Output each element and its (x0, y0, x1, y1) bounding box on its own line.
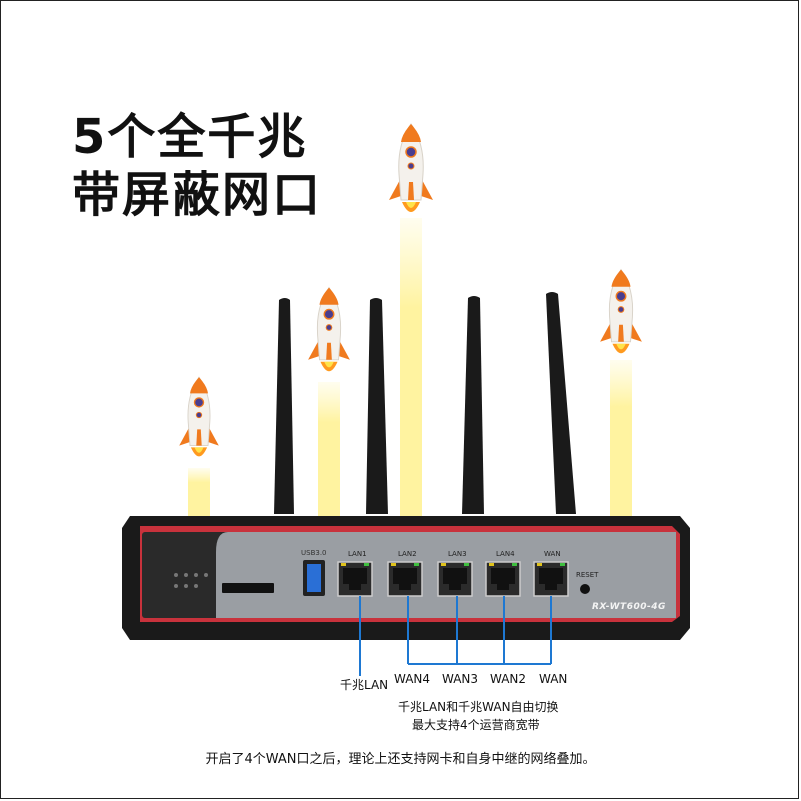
reset-label: RESET (576, 571, 599, 579)
ethernet-port-wan (533, 561, 569, 597)
callout-label-lan: 千兆LAN (340, 678, 389, 692)
callout-label-wan4: WAN4 (394, 672, 431, 686)
port-label-lan4: LAN4 (496, 550, 515, 558)
port-label-lan3: LAN3 (448, 550, 467, 558)
rocket-icon (599, 268, 643, 354)
headline-line-2: 带屏蔽网口 (72, 167, 323, 223)
port-label-lan2: LAN2 (398, 550, 417, 558)
rocket-icon (388, 123, 434, 213)
ethernet-port-lan3 (437, 561, 473, 597)
status-leds (174, 573, 208, 588)
rocket-trail-2 (318, 382, 340, 516)
footer-text: 开启了4个WAN口之后，理论上还支持网卡和自身中继的网络叠加。 (205, 752, 596, 767)
model-name: RX-WT600-4G (592, 602, 666, 612)
rocket-icon (307, 286, 351, 372)
rocket-trail-1 (188, 468, 210, 516)
usb-label: USB3.0 (301, 549, 327, 557)
ethernet-port-lan2 (387, 561, 423, 597)
rocket-icon (178, 376, 220, 458)
rocket-trail-4 (610, 360, 632, 516)
note-line-2: 最大支持4个运营商宽带 (412, 718, 540, 732)
headline-line-1: 5个全千兆 (72, 109, 308, 165)
ethernet-port-lan1 (337, 561, 373, 597)
callout-lines (359, 596, 552, 676)
port-label-wan: WAN (544, 550, 561, 558)
reset-button (580, 584, 590, 594)
sim-slot (222, 583, 274, 593)
antenna-icon (366, 298, 388, 514)
callout-label-wan: WAN (539, 672, 568, 686)
ethernet-port-lan4 (485, 561, 521, 597)
callout-label-wan3: WAN3 (442, 672, 479, 686)
antenna-icon (462, 296, 484, 514)
headline: 5个全千兆 带屏蔽网口 (72, 108, 322, 224)
note-line-1: 千兆LAN和千兆WAN自由切换 (398, 700, 559, 714)
rocket-trail-3 (400, 218, 422, 516)
callout-label-wan2: WAN2 (490, 672, 527, 686)
antenna-icon (546, 292, 576, 514)
port-label-lan1: LAN1 (348, 550, 367, 558)
antenna-icon (274, 298, 294, 514)
